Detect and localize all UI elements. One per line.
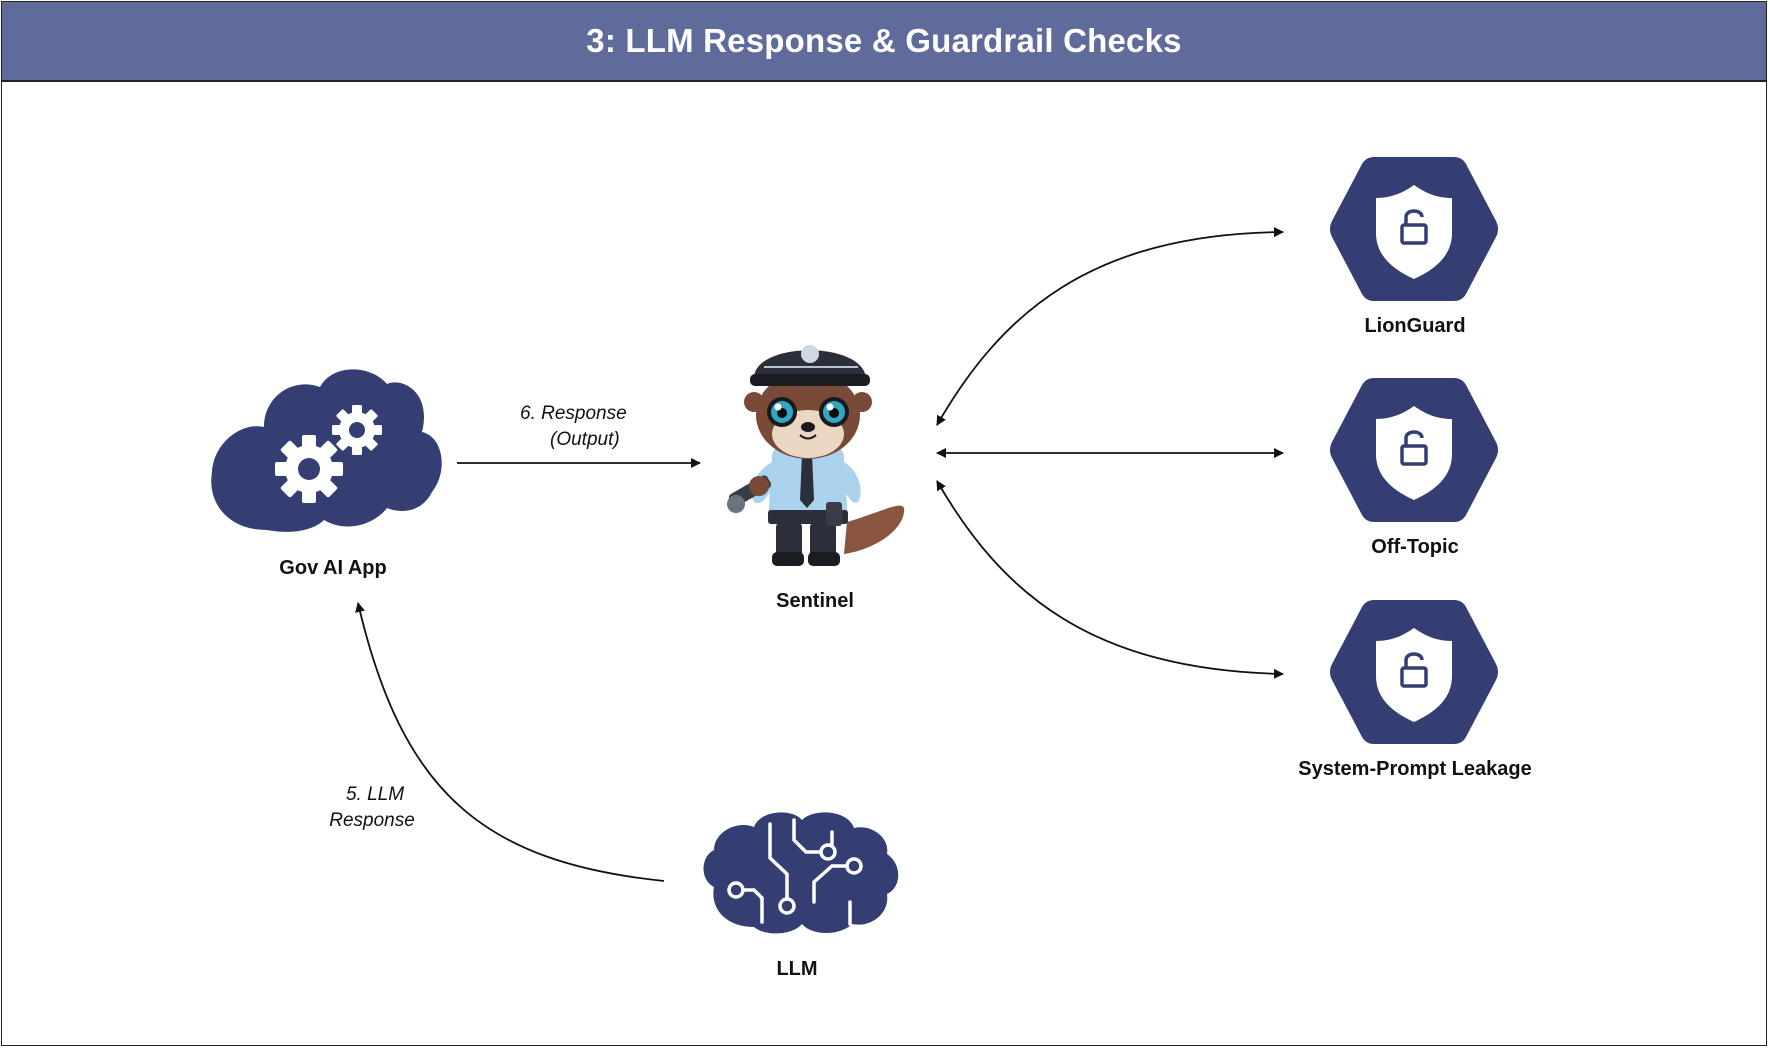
cloud-gears-icon (211, 369, 442, 532)
header-bar: 3: LLM Response & Guardrail Checks (2, 2, 1766, 82)
lionguard-label: LionGuard (1364, 315, 1466, 337)
arrow-sentinel-leakage (936, 480, 1284, 679)
edge-label-line: (Output) (550, 429, 620, 450)
gov-app-label: Gov AI App (279, 557, 387, 579)
arrow-llm-to-app (355, 602, 665, 882)
shield-lock-hexagon-icon (1330, 157, 1498, 301)
llm-label: LLM (776, 958, 818, 980)
edge-label-line: 6. Response (520, 403, 627, 424)
edge-label-line: 5. LLM (345, 784, 405, 805)
edge-label-response-output: 6. Response (Output) (520, 401, 630, 453)
edge-label-line: Response (329, 810, 415, 831)
shield-lock-hexagon-icon (1330, 600, 1498, 744)
arrow-sentinel-lionguard (936, 227, 1284, 426)
shield-lock-hexagon-icon (1330, 378, 1498, 522)
off-topic-label: Off-Topic (1371, 536, 1459, 558)
brain-circuit-icon (703, 812, 899, 934)
system-prompt-leakage-label: System-Prompt Leakage (1298, 758, 1532, 780)
otter-police-mascot (727, 345, 905, 566)
page-title: 3: LLM Response & Guardrail Checks (586, 22, 1182, 59)
sentinel-label: Sentinel (776, 590, 854, 612)
edge-label-llm-response: 5. LLM Response (322, 782, 422, 834)
